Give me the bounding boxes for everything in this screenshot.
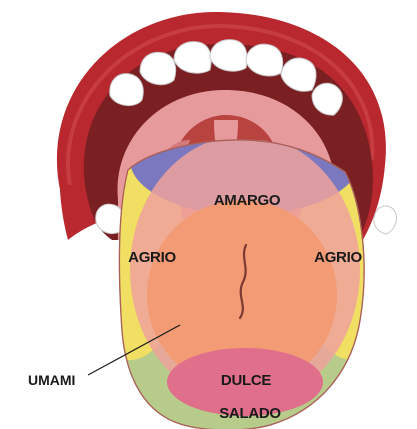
- label-umami: UMAMI: [28, 372, 75, 388]
- label-salty: SALADO: [219, 405, 281, 422]
- label-sweet: DULCE: [221, 372, 271, 389]
- label-sour-right: AGRIO: [314, 249, 362, 266]
- label-bitter: AMARGO: [214, 192, 281, 209]
- label-sour-left: AGRIO: [128, 249, 176, 266]
